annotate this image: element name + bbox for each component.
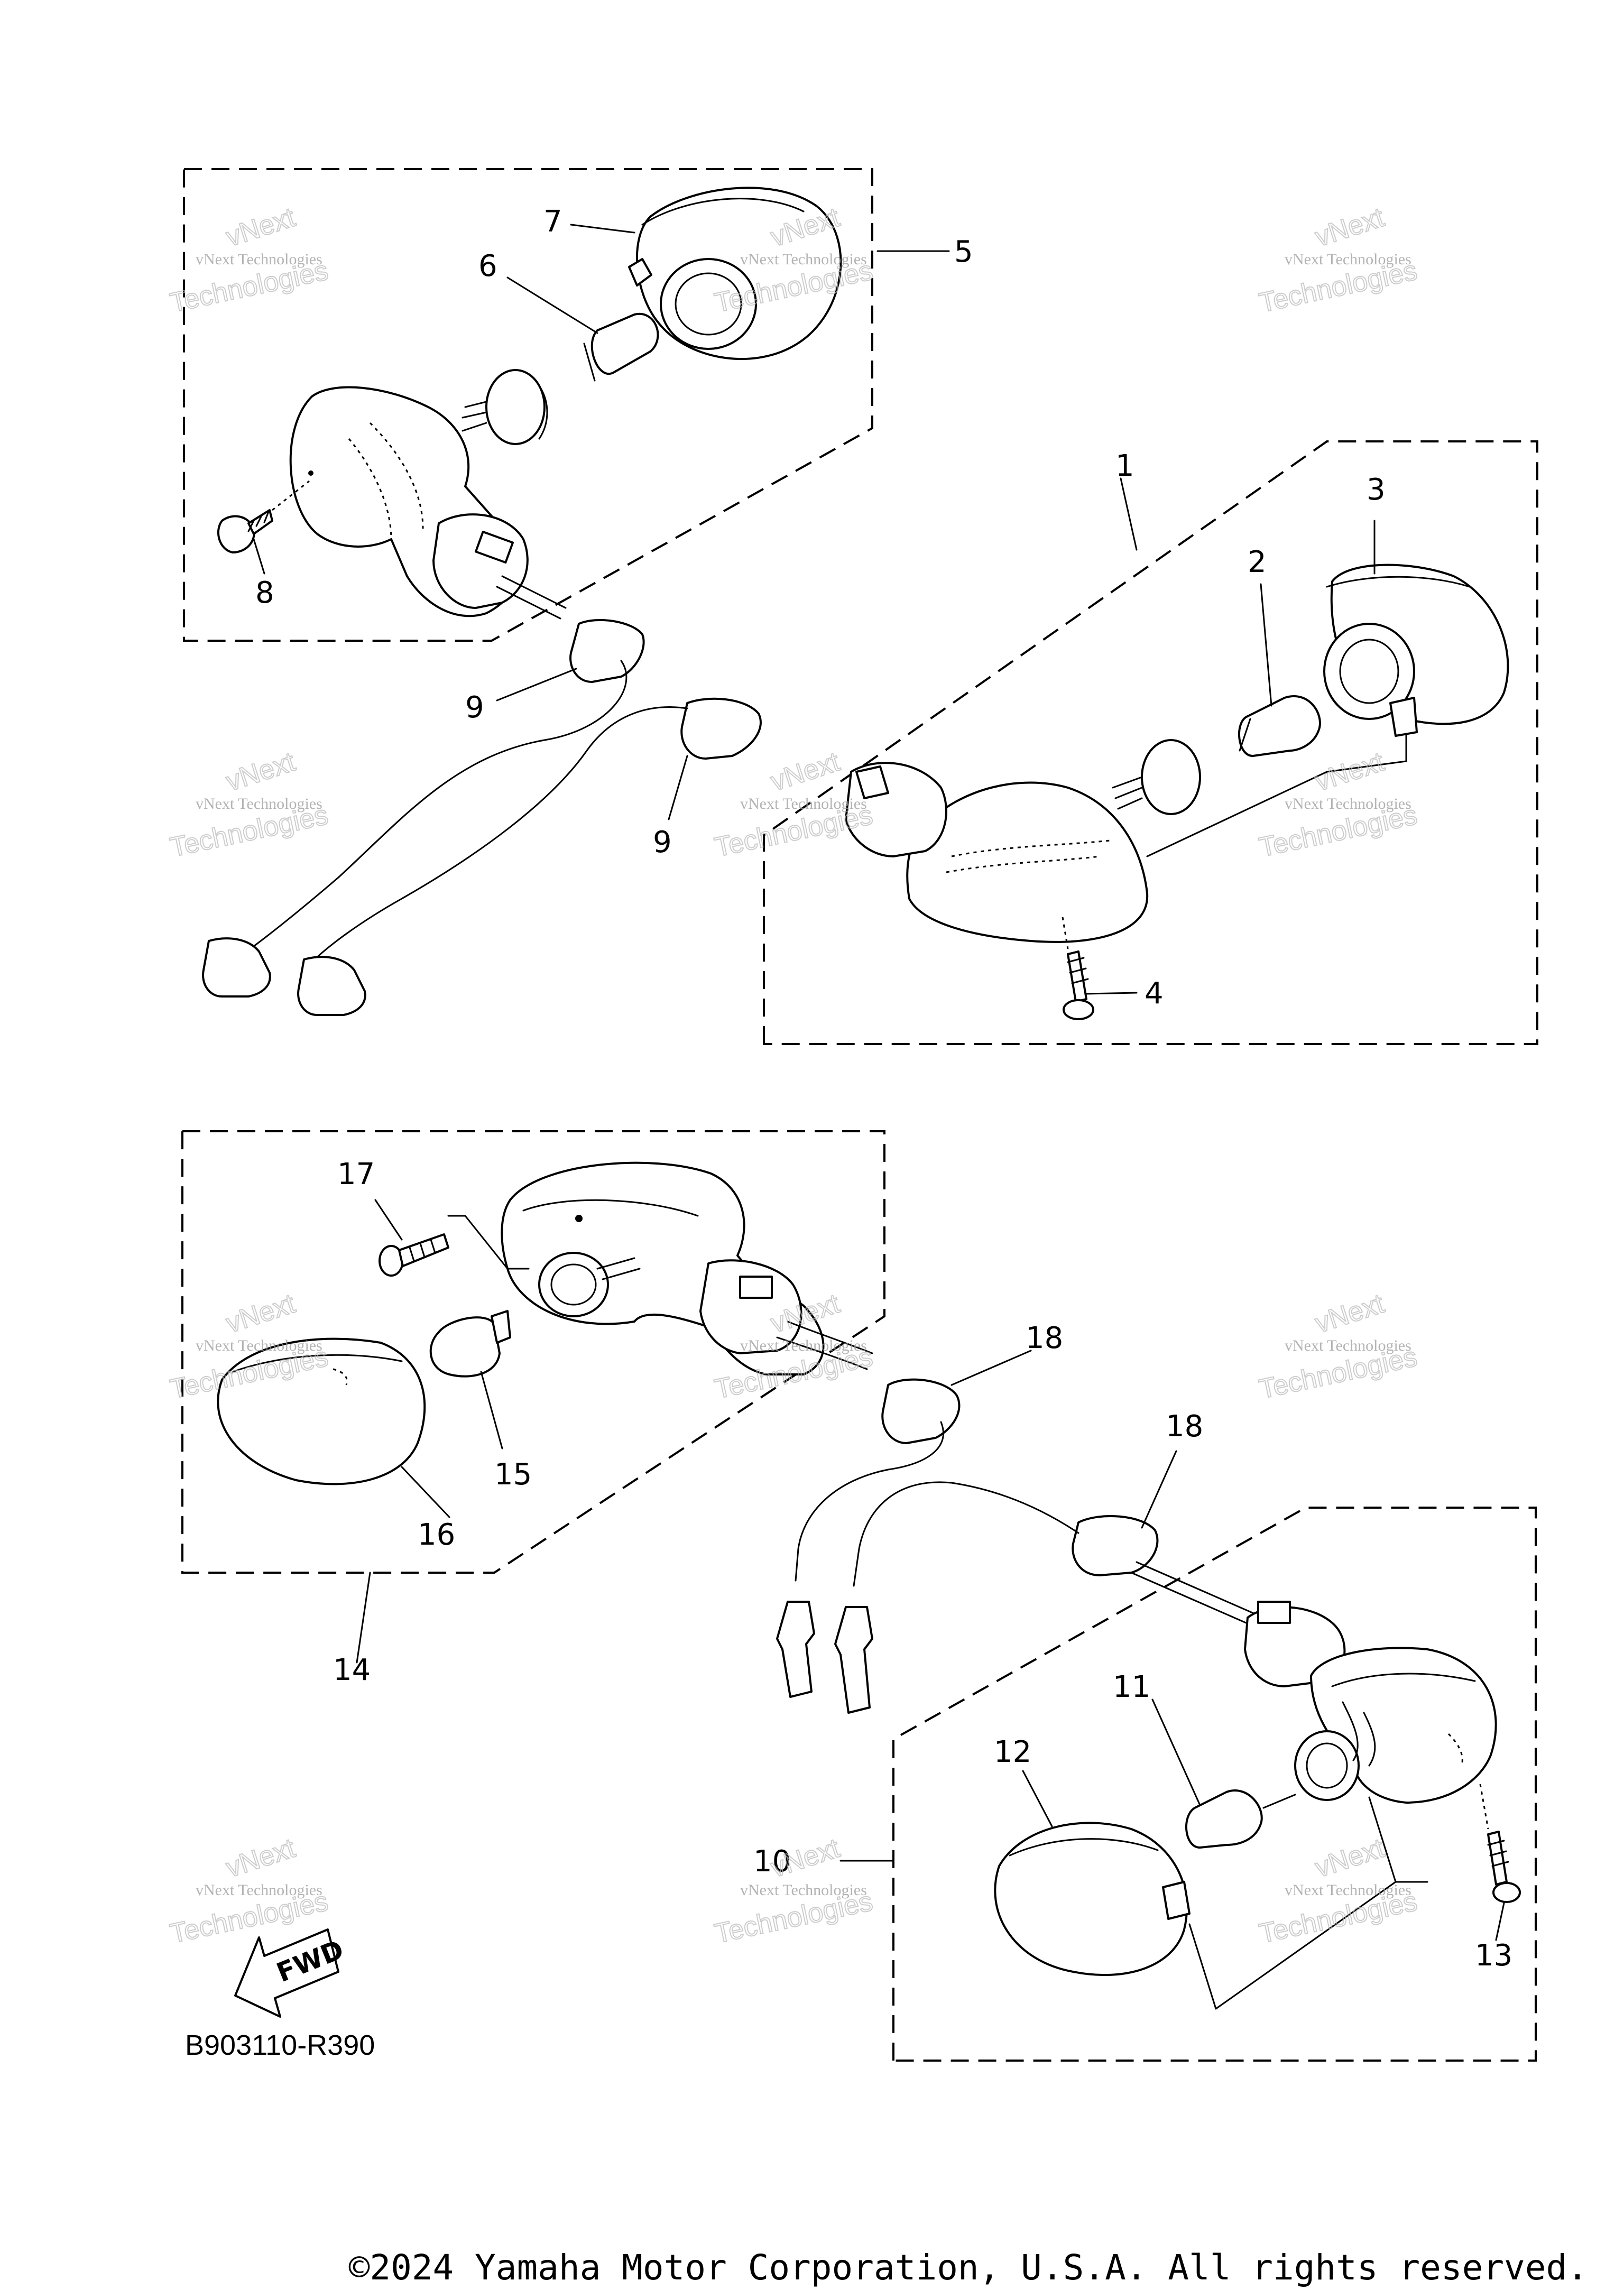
watermark: vNext vNext Technologies Technologies xyxy=(712,746,876,864)
svg-text:vNext Technologies: vNext Technologies xyxy=(1285,251,1411,268)
callout-6: 6 xyxy=(478,249,497,283)
flasher-assembly-bottom-right xyxy=(994,1601,1521,2010)
svg-text:vNext Technologies: vNext Technologies xyxy=(196,1337,322,1354)
callout-1: 1 xyxy=(1115,449,1134,483)
watermark: vNext vNext Technologies Technologies xyxy=(1256,746,1420,864)
svg-text:vNext Technologies: vNext Technologies xyxy=(196,795,322,812)
callout-labels: 1 2 3 4 5 6 7 8 9 9 10 11 12 13 14 15 16… xyxy=(255,205,1512,1973)
svg-text:vNext Technologies: vNext Technologies xyxy=(740,1881,867,1899)
svg-text:vNext Technologies: vNext Technologies xyxy=(1285,1881,1411,1899)
group-box-14 xyxy=(181,1130,885,1574)
svg-text:vNext Technologies: vNext Technologies xyxy=(740,795,867,812)
watermark: vNext vNext Technologies Technologies xyxy=(1256,1832,1420,1950)
callout-15: 15 xyxy=(494,1457,532,1492)
watermark: vNext vNext Technologies Technologies xyxy=(1256,201,1420,319)
svg-text:vNext: vNext xyxy=(223,746,299,797)
flasher-assembly-bottom-left xyxy=(217,1161,873,1485)
watermark: vNext vNext Technologies Technologies xyxy=(1256,1288,1420,1406)
wire-harness-lower xyxy=(776,1378,1265,1714)
callout-13: 13 xyxy=(1475,1938,1512,1973)
group-box-1 xyxy=(763,440,1538,1045)
diagram-code: B903110-R390 xyxy=(185,2029,375,2061)
group-box-5 xyxy=(183,168,873,642)
svg-text:vNext: vNext xyxy=(1312,202,1388,253)
svg-text:vNext: vNext xyxy=(223,1833,299,1883)
svg-text:vNext Technologies: vNext Technologies xyxy=(740,1337,867,1354)
svg-text:vNext Technologies: vNext Technologies xyxy=(1285,1337,1411,1354)
callout-18b: 18 xyxy=(1166,1409,1203,1444)
copyright-notice: ©2024 Yamaha Motor Corporation, U.S.A. A… xyxy=(349,2247,1588,2288)
svg-text:vNext: vNext xyxy=(1312,746,1388,797)
watermark: vNext vNext Technologies Technologies xyxy=(167,746,331,864)
callout-9b: 9 xyxy=(653,825,672,860)
svg-text:vNext Technologies: vNext Technologies xyxy=(196,1881,322,1899)
watermark: vNext vNext Technologies Technologies xyxy=(167,201,331,319)
callout-3: 3 xyxy=(1367,473,1386,507)
callout-12: 12 xyxy=(994,1735,1031,1769)
fwd-arrow-icon: FWD xyxy=(234,1928,348,2018)
svg-text:vNext: vNext xyxy=(223,1288,299,1339)
wire-harness-upper xyxy=(202,618,762,1016)
callout-leaders xyxy=(253,224,1505,1941)
callout-7: 7 xyxy=(543,205,562,239)
svg-text:vNext Technologies: vNext Technologies xyxy=(740,251,867,268)
callout-11: 11 xyxy=(1113,1670,1150,1704)
callout-16: 16 xyxy=(418,1518,455,1552)
callout-2: 2 xyxy=(1248,545,1267,579)
group-box-10 xyxy=(892,1507,1537,2062)
callout-18a: 18 xyxy=(1026,1321,1063,1355)
callout-14: 14 xyxy=(333,1653,371,1687)
callout-4: 4 xyxy=(1145,976,1164,1011)
callout-5: 5 xyxy=(954,235,973,269)
svg-text:vNext: vNext xyxy=(767,746,844,797)
flasher-assembly-top-left xyxy=(217,187,842,620)
svg-text:vNext: vNext xyxy=(1312,1288,1388,1339)
callout-8: 8 xyxy=(255,576,274,610)
svg-text:vNext Technologies: vNext Technologies xyxy=(1285,795,1411,812)
watermark: vNext vNext Technologies Technologies xyxy=(167,1832,331,1950)
watermark: vNext vNext Technologies Technologies xyxy=(712,1832,876,1950)
flasher-assembly-top-right xyxy=(845,564,1509,1020)
callout-10: 10 xyxy=(753,1844,791,1879)
svg-text:vNext Technologies: vNext Technologies xyxy=(196,251,322,268)
svg-text:vNext: vNext xyxy=(223,202,299,253)
svg-text:vNext: vNext xyxy=(1312,1833,1388,1883)
svg-text:vNext: vNext xyxy=(767,1833,844,1883)
callout-17: 17 xyxy=(337,1157,375,1192)
callout-9a: 9 xyxy=(465,690,484,725)
